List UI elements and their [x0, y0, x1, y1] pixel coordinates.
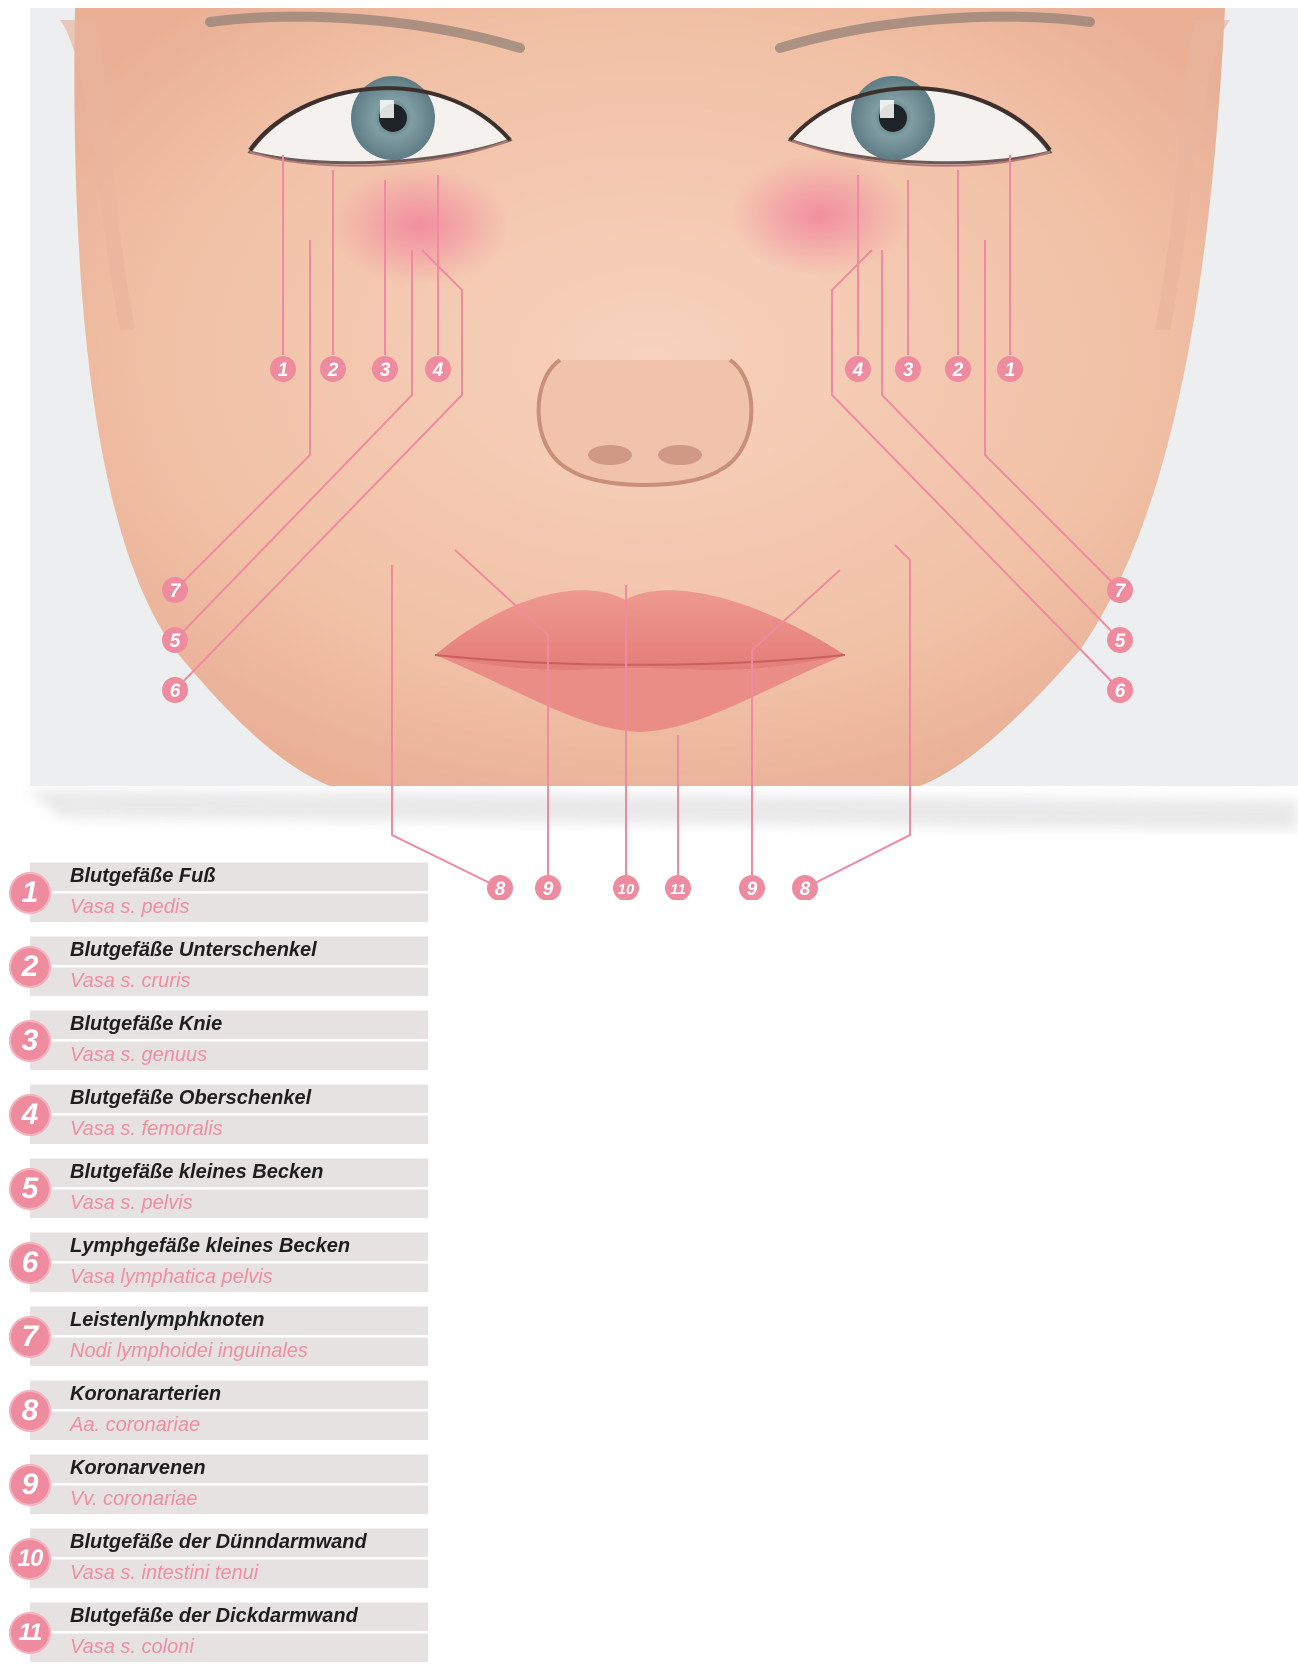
legend-latin-label: Vasa s. coloni	[70, 1634, 194, 1660]
legend-latin-label: Vasa s. cruris	[70, 968, 190, 994]
legend-latin-label: Vasa lymphatica pelvis	[70, 1264, 273, 1290]
legend-number-badge: 8	[9, 1390, 51, 1432]
marker-right-7: 7	[1107, 577, 1133, 603]
legend-number-badge: 6	[9, 1242, 51, 1284]
legend-item: 11 Blutgefäße der Dickdarmwand Vasa s. c…	[0, 1600, 440, 1674]
svg-text:11: 11	[670, 881, 686, 898]
legend-item: 1 Blutgefäße Fuß Vasa s. pedis	[0, 860, 440, 934]
marker-bottom-9-right: 9	[739, 875, 765, 900]
marker-left-2: 2	[320, 356, 346, 382]
svg-text:5: 5	[170, 631, 181, 652]
svg-text:6: 6	[1115, 681, 1126, 702]
legend-german-label: Blutgefäße der Dickdarmwand	[70, 1603, 358, 1629]
legend-latin-label: Vasa s. pedis	[70, 894, 189, 920]
legend-number-badge: 7	[9, 1316, 51, 1358]
legend-german-label: Koronararterien	[70, 1381, 221, 1407]
svg-text:10: 10	[618, 881, 635, 898]
nose	[539, 360, 752, 485]
legend-item: 3 Blutgefäße Knie Vasa s. genuus	[0, 1008, 440, 1082]
legend-number-badge: 4	[9, 1094, 51, 1136]
svg-text:4: 4	[852, 360, 864, 381]
svg-text:8: 8	[495, 879, 506, 900]
svg-text:2: 2	[327, 360, 339, 381]
svg-text:9: 9	[543, 879, 554, 900]
legend-german-label: Blutgefäße Knie	[70, 1011, 222, 1037]
legend-item: 10 Blutgefäße der Dünndarmwand Vasa s. i…	[0, 1526, 440, 1600]
marker-left-1: 1	[270, 356, 296, 382]
legend-item: 9 Koronarvenen Vv. coronariae	[0, 1452, 440, 1526]
legend-german-label: Blutgefäße Unterschenkel	[70, 937, 317, 963]
marker-right-4: 4	[845, 356, 871, 382]
marker-right-3: 3	[895, 356, 921, 382]
marker-bottom-8-left: 8	[487, 875, 513, 900]
svg-text:3: 3	[380, 360, 391, 381]
legend-number-badge: 2	[9, 946, 51, 988]
legend-german-label: Blutgefäße Oberschenkel	[70, 1085, 311, 1111]
svg-text:8: 8	[800, 879, 811, 900]
legend-number-badge: 3	[9, 1020, 51, 1062]
legend-latin-label: Vasa s. pelvis	[70, 1190, 193, 1216]
marker-left-3: 3	[372, 356, 398, 382]
legend-item: 7 Leistenlymphknoten Nodi lymphoidei ing…	[0, 1304, 440, 1378]
marker-right-2: 2	[945, 356, 971, 382]
face-diagram: 1 2 3 4 4 3 2 1 7 5 6 7 5 6 8 9 10 11 9 …	[0, 0, 1298, 900]
svg-text:3: 3	[903, 360, 914, 381]
legend-german-label: Blutgefäße der Dünndarmwand	[70, 1529, 367, 1555]
svg-text:7: 7	[170, 581, 182, 602]
marker-right-1: 1	[997, 356, 1023, 382]
legend-german-label: Blutgefäße Fuß	[70, 863, 216, 889]
marker-right-5: 5	[1107, 627, 1133, 653]
marker-right-6: 6	[1107, 677, 1133, 703]
marker-bottom-8-right: 8	[792, 875, 818, 900]
marker-left-6: 6	[162, 677, 188, 703]
legend-number-badge: 9	[9, 1464, 51, 1506]
marker-left-7: 7	[162, 577, 188, 603]
left-under-eye-glow	[330, 165, 510, 285]
legend: 1 Blutgefäße Fuß Vasa s. pedis 2 Blutgef…	[0, 860, 440, 1674]
legend-item: 8 Koronararterien Aa. coronariae	[0, 1378, 440, 1452]
legend-latin-label: Vasa s. intestini tenui	[70, 1560, 258, 1586]
legend-german-label: Koronarvenen	[70, 1455, 206, 1481]
marker-bottom-9-left: 9	[535, 875, 561, 900]
svg-text:5: 5	[1115, 631, 1126, 652]
legend-number-badge: 11	[9, 1612, 51, 1654]
marker-bottom-11: 11	[665, 875, 691, 900]
legend-latin-label: Aa. coronariae	[70, 1412, 200, 1438]
svg-text:6: 6	[170, 681, 181, 702]
svg-text:7: 7	[1115, 581, 1127, 602]
legend-item: 2 Blutgefäße Unterschenkel Vasa s. cruri…	[0, 934, 440, 1008]
legend-item: 4 Blutgefäße Oberschenkel Vasa s. femora…	[0, 1082, 440, 1156]
svg-text:1: 1	[1005, 360, 1016, 381]
svg-text:9: 9	[747, 879, 758, 900]
legend-latin-label: Vv. coronariae	[70, 1486, 197, 1512]
legend-item: 5 Blutgefäße kleines Becken Vasa s. pelv…	[0, 1156, 440, 1230]
marker-left-4: 4	[425, 356, 451, 382]
svg-text:2: 2	[952, 360, 964, 381]
legend-number-badge: 1	[9, 872, 51, 914]
legend-german-label: Blutgefäße kleines Becken	[70, 1159, 323, 1185]
legend-number-badge: 10	[9, 1538, 51, 1580]
legend-german-label: Leistenlymphknoten	[70, 1307, 264, 1333]
legend-latin-label: Vasa s. femoralis	[70, 1116, 223, 1142]
legend-latin-label: Nodi lymphoidei inguinales	[70, 1338, 308, 1364]
svg-text:4: 4	[432, 360, 444, 381]
marker-bottom-10: 10	[613, 875, 639, 900]
legend-number-badge: 5	[9, 1168, 51, 1210]
svg-text:1: 1	[278, 360, 289, 381]
legend-german-label: Lymphgefäße kleines Becken	[70, 1233, 350, 1259]
legend-latin-label: Vasa s. genuus	[70, 1042, 207, 1068]
legend-item: 6 Lymphgefäße kleines Becken Vasa lympha…	[0, 1230, 440, 1304]
marker-left-5: 5	[162, 627, 188, 653]
